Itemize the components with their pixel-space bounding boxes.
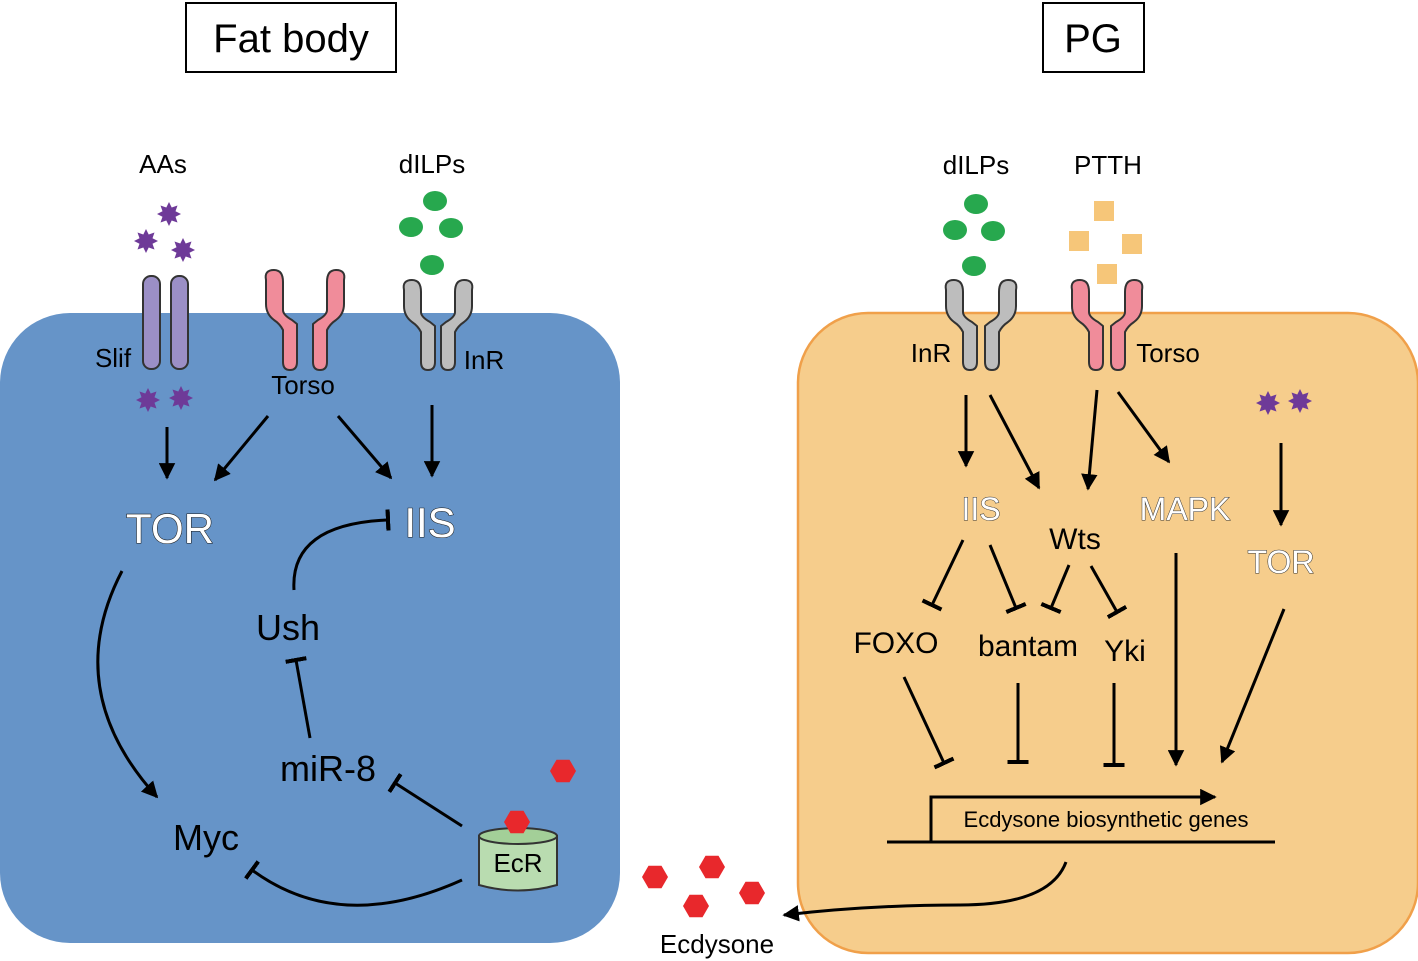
mir8-node: miR-8 [280,748,376,789]
pg-tor-node: TOR [1248,544,1315,580]
slif-label: Slif [95,343,132,373]
pg-cell [796,311,1418,955]
fb-aas-label: AAs [139,149,187,179]
myc-node: Myc [173,817,239,858]
amino-acid-star-icon [169,386,193,410]
pg-iis-node: IIS [961,491,1000,527]
ecdysone-hexagon-icon [699,855,725,879]
dilp-oval-icon [423,191,447,211]
fat-body-title-box: Fat body [185,2,397,73]
bantam-node: bantam [978,630,1078,663]
pg-inr-receptor-icon [944,279,1018,371]
ecdysone-hexagon-icon [683,894,709,918]
ecdysone-release-arrow [782,861,1068,922]
fb-torso-label: Torso [271,370,335,400]
amino-acid-star-icon [134,229,158,253]
yki-node: Yki [1104,635,1146,668]
amino-acid-star-icon [1288,389,1312,413]
slif-receptor [142,275,189,370]
mapk-node: MAPK [1140,491,1231,527]
fb-edges [96,405,463,907]
ptth-square-icon [1122,234,1142,254]
ptth-label: PTTH [1074,150,1142,180]
pg-inr-label: InR [911,338,951,368]
dilp-oval-icon [981,221,1005,241]
ecr-cylinder-icon [478,827,558,892]
dilp-oval-icon [420,255,444,275]
pg-title-box: PG [1042,2,1145,73]
ush-node: Ush [256,607,320,648]
fat-body-title: Fat body [213,17,369,61]
gene-locus [887,788,1275,844]
dilp-oval-icon [964,194,988,214]
pg-dilps-label: dILPs [943,150,1010,180]
ecr-label: EcR [493,848,542,878]
dilp-oval-icon [943,220,967,240]
ecdysone-hexagon-icon [642,865,668,889]
fb-inr-receptor-icon [402,279,474,371]
ptth-square-icon [1069,231,1089,251]
fb-dilps-label: dILPs [399,149,466,179]
foxo-node: FOXO [853,627,938,660]
dilp-oval-icon [962,256,986,276]
amino-acid-star-icon [171,238,195,262]
fb-torso-receptor-icon [264,269,346,371]
dilp-oval-icon [399,217,423,237]
dilp-oval-icon [439,218,463,238]
fb-tor-node: TOR [126,505,214,552]
ecdysone-genes-label: Ecdysone biosynthetic genes [964,807,1249,832]
amino-acid-star-icon [1256,391,1280,415]
ecdysone-hexagon-icon [739,881,765,905]
fb-iis-node: IIS [404,499,455,546]
amino-acid-star-icon [136,388,160,412]
pg-edges [902,389,1290,770]
pg-title: PG [1064,17,1122,61]
pg-torso-label: Torso [1136,338,1200,368]
ecdysone-label: Ecdysone [660,929,774,959]
wts-node: Wts [1049,523,1101,556]
amino-acid-star-icon [157,202,181,226]
fb-inr-label: InR [464,345,504,375]
pg-torso-receptor-icon [1070,279,1144,371]
ptth-square-icon [1097,264,1117,284]
ptth-square-icon [1094,201,1114,221]
